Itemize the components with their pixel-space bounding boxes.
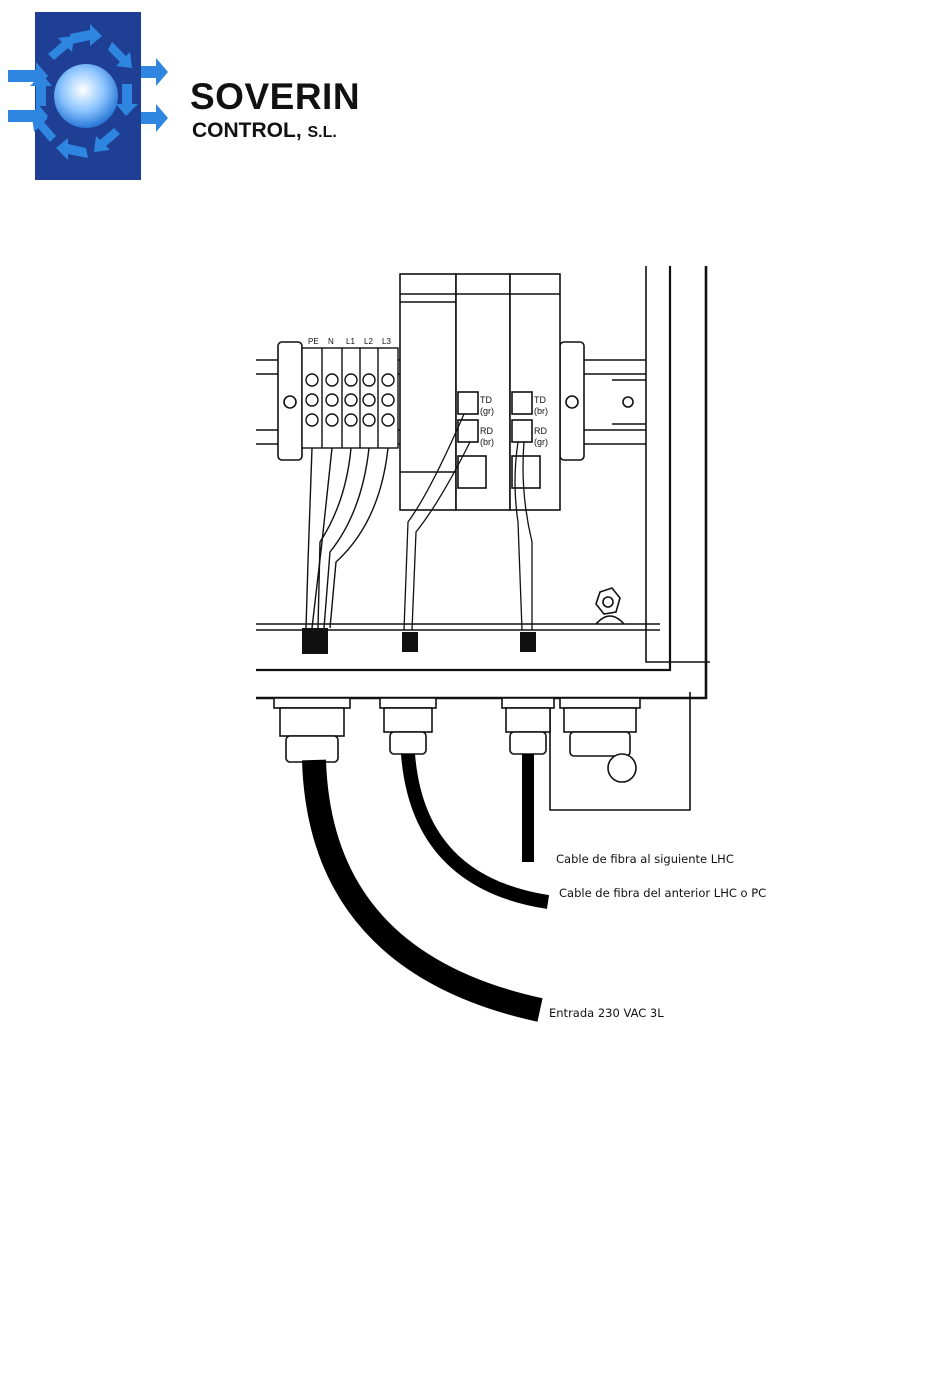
power-cable-gland: [274, 698, 350, 762]
terminal-label-5: L3: [382, 337, 391, 346]
port-m2-td: [512, 392, 532, 414]
terminal-label-1: PE: [308, 337, 319, 346]
fiber-prev-boot: [402, 632, 418, 652]
fiber-prev-gland: [380, 698, 436, 754]
terminal-block: [302, 348, 398, 448]
terminal-label-4: L2: [364, 337, 373, 346]
callout-fiber-next: Cable de fibra al siguiente LHC: [556, 854, 734, 866]
m2-td-color: (br): [534, 406, 548, 416]
terminal-labels: PE N L1 L2 L3: [308, 337, 391, 346]
power-wires: [306, 448, 388, 628]
terminal-label-3: L1: [346, 337, 355, 346]
m2-rd-color: (gr): [534, 437, 548, 447]
m2-td-label: TD: [534, 395, 546, 405]
din-end-clamp-right: [560, 342, 584, 460]
enclosure-inner-frame: [646, 266, 710, 662]
fiber-next-gland: [502, 698, 554, 754]
spare-gland: [560, 698, 640, 782]
m1-td-color: (gr): [480, 406, 494, 416]
power-module: [400, 274, 456, 510]
port-m1-extra: [458, 456, 486, 488]
port-m1-td: [458, 392, 478, 414]
port-m2-rd: [512, 420, 532, 442]
wiring-diagram: PE N L1 L2 L3 TD (gr) RD (br) TD (br) RD…: [250, 262, 790, 1042]
brand-subtitle-text: CONTROL,: [192, 119, 302, 142]
callout-power-in: Entrada 230 VAC 3L: [549, 1008, 664, 1020]
brand-subtitle: CONTROL, S.L.: [192, 120, 337, 141]
company-logo: SOVERIN CONTROL, S.L.: [8, 12, 368, 182]
m1-rd-label: RD: [480, 426, 493, 436]
brand-suffix: S.L.: [308, 124, 337, 141]
brand-name: SOVERIN: [190, 78, 360, 115]
m1-rd-color: (br): [480, 437, 494, 447]
m2-rd-label: RD: [534, 426, 547, 436]
din-end-clamp-left: [278, 342, 302, 460]
port-m1-rd: [458, 420, 478, 442]
logo-emblem-icon: [8, 12, 178, 182]
fiber-next-boot: [520, 632, 536, 652]
terminal-label-2: N: [328, 337, 334, 346]
callout-fiber-prev: Cable de fibra del anterior LHC o PC: [559, 888, 766, 900]
power-cable-boot: [302, 628, 328, 654]
mounting-slot: [596, 616, 624, 624]
m1-td-label: TD: [480, 395, 492, 405]
mounting-screw: [596, 588, 620, 614]
